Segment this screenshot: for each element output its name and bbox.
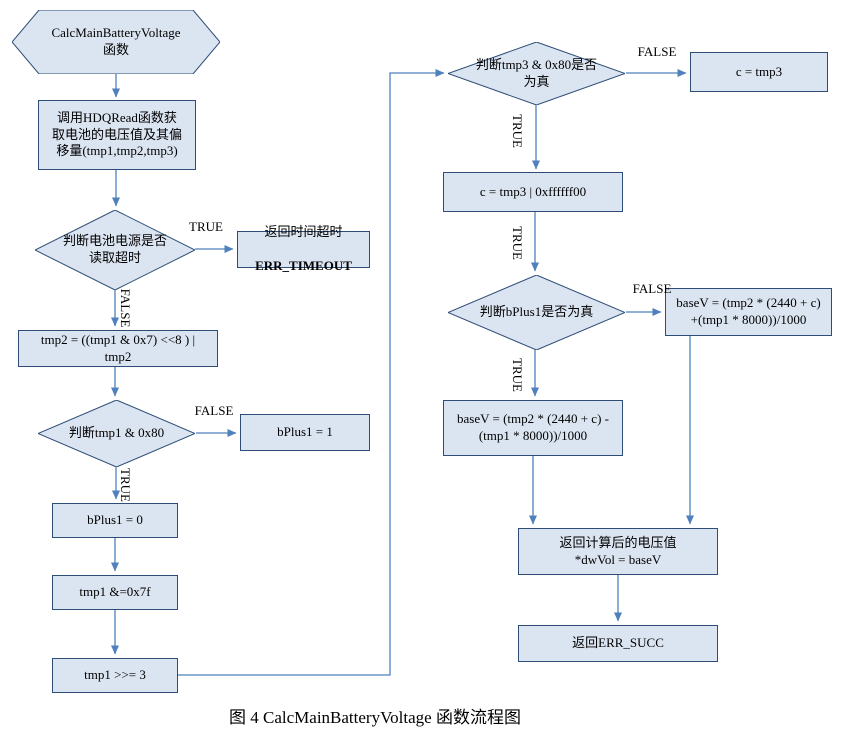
node-bplus1-one: bPlus1 = 1: [240, 414, 370, 451]
node-c-tmp3: c = tmp3: [690, 52, 828, 92]
flow-arrow-shift-to-tmp3check: [178, 69, 445, 676]
edge-label-tmp3-true: TRUE: [510, 114, 525, 148]
node-tmp1-and-label: tmp1 &=0x7f: [79, 584, 151, 600]
node-timeout-check-label: 判断电池电源是否 读取超时: [62, 233, 167, 265]
node-basev-plus: baseV = (tmp2 * (2440 + c) +(tmp1 * 8000…: [665, 288, 832, 336]
node-tmp1-and: tmp1 &=0x7f: [52, 575, 178, 610]
node-tmp2-calc: tmp2 = ((tmp1 & 0x7) <<8 ) | tmp2: [18, 330, 218, 367]
node-return-voltage: 返回计算后的电压值 *dwVol = baseV: [518, 528, 718, 575]
edge-label-bplus-false: FALSE: [632, 281, 672, 296]
node-tmp2-calc-label: tmp2 = ((tmp1 & 0x7) <<8 ) | tmp2: [40, 331, 196, 364]
node-call-hdqread: 调用HDQRead函数获 取电池的电压值及其偏 移量(tmp1,tmp2,tmp…: [38, 100, 196, 170]
node-c-or-label: c = tmp3 | 0xffffff00: [479, 183, 587, 199]
node-c-tmp3-label: c = tmp3: [735, 63, 783, 79]
node-err-timeout: 返回时间超时 ERR_TIMEOUT: [237, 224, 370, 273]
err-timeout-line1: 返回时间超时: [264, 224, 343, 240]
edge-label-bplus-true: TRUE: [510, 358, 525, 392]
node-tmp3-check: 判断tmp3 & 0x80是否 为真: [448, 42, 625, 105]
node-return-succ: 返回ERR_SUCC: [518, 625, 718, 662]
node-timeout-check: 判断电池电源是否 读取超时: [35, 210, 195, 290]
node-err-timeout-label: 返回时间超时 ERR_TIMEOUT: [255, 224, 352, 275]
figure-caption: 图 4 CalcMainBatteryVoltage 函数流程图: [229, 708, 521, 727]
node-return-succ-label: 返回ERR_SUCC: [572, 635, 664, 651]
edge-label-tmp1-false: FALSE: [194, 403, 234, 418]
node-start-label: CalcMainBatteryVoltage 函数: [51, 25, 181, 57]
edge-label-timeout-true: TRUE: [189, 219, 223, 234]
hexagon-shape: [12, 10, 220, 74]
diamond-shape: [448, 42, 625, 105]
node-bplus1-zero: bPlus1 = 0: [52, 503, 178, 538]
node-start: CalcMainBatteryVoltage 函数: [12, 10, 220, 74]
node-tmp1-check: 判断tmp1 & 0x80: [38, 400, 195, 467]
node-basev-minus-label: baseV = (tmp2 * (2440 + c) - (tmp1 * 800…: [457, 411, 609, 443]
edge-label-timeout-false: FALSE: [118, 288, 133, 328]
node-bplus1-check-label: 判断bPlus1是否为真: [479, 304, 594, 320]
node-call-hdqread-label: 调用HDQRead函数获 取电池的电压值及其偏 移量(tmp1,tmp2,tmp…: [51, 109, 182, 159]
node-tmp1-shift: tmp1 >>= 3: [52, 658, 178, 693]
node-basev-plus-label: baseV = (tmp2 * (2440 + c) +(tmp1 * 8000…: [676, 295, 821, 327]
node-tmp1-shift-label: tmp1 >>= 3: [84, 667, 146, 683]
node-bplus1-one-label: bPlus1 = 1: [277, 424, 333, 440]
diamond-shape: [448, 275, 625, 350]
edge-label-cor-true: TRUE: [510, 226, 525, 260]
err-timeout-line2: ERR_TIMEOUT: [255, 257, 352, 273]
node-c-or: c = tmp3 | 0xffffff00: [443, 172, 623, 212]
diamond-shape: [38, 400, 195, 467]
edge-label-tmp3-false: FALSE: [637, 44, 677, 59]
node-return-voltage-label: 返回计算后的电压值 *dwVol = baseV: [559, 534, 677, 567]
diamond-shape: [35, 210, 195, 290]
node-tmp3-check-label: 判断tmp3 & 0x80是否 为真: [475, 56, 598, 89]
node-bplus1-check: 判断bPlus1是否为真: [448, 275, 625, 350]
edge-label-tmp1-true: TRUE: [118, 468, 133, 502]
node-basev-minus: baseV = (tmp2 * (2440 + c) - (tmp1 * 800…: [443, 400, 623, 456]
node-tmp1-check-label: 判断tmp1 & 0x80: [68, 425, 165, 441]
node-bplus1-zero-label: bPlus1 = 0: [87, 512, 143, 528]
